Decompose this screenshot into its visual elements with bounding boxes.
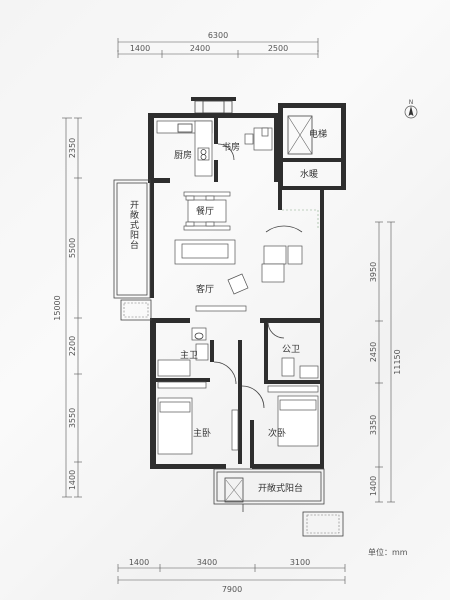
room-label-kitchen: 厨房 (174, 149, 192, 161)
dim-top-1: 1400 (130, 44, 150, 53)
room-label-water-heating: 水暖 (300, 168, 318, 180)
room-label-master-bath: 主卫 (180, 349, 198, 361)
elevator: 电梯 水暖 (287, 115, 327, 180)
dim-left-5: 1400 (68, 470, 77, 490)
second-bedroom: 次卧 (241, 385, 319, 447)
living: 客厅 (174, 209, 319, 312)
dim-left-4: 3550 (68, 408, 77, 428)
dim-bottom-1: 1400 (129, 558, 149, 567)
master-bedroom: 主卧 (157, 361, 239, 455)
kitchen: 厨房 (156, 120, 213, 177)
dim-top-3: 2500 (268, 44, 288, 53)
dim-right-1: 3950 (369, 262, 378, 282)
dim-right-2: 2450 (369, 342, 378, 362)
dining: 餐厅 (183, 191, 231, 231)
ac-units (120, 299, 344, 537)
room-label-master-bedroom: 主卧 (193, 427, 211, 439)
room-label-second-bedroom: 次卧 (268, 427, 286, 439)
walls (148, 97, 346, 469)
dim-bottom-total: 7900 (222, 585, 242, 594)
room-label-living: 客厅 (196, 283, 214, 295)
dim-right-3: 3350 (369, 415, 378, 435)
room-label-elevator: 电梯 (309, 128, 327, 140)
left-dimensions: 15000 2350 5500 2200 3550 1400 (53, 117, 82, 498)
dim-bottom-2: 3400 (197, 558, 217, 567)
dim-top-total: 6300 (208, 31, 228, 40)
north-label: N (409, 99, 414, 106)
right-dimensions: 3950 2450 3350 1400 11150 (369, 221, 402, 503)
top-dimensions: 6300 1400 2400 2500 (117, 31, 319, 58)
dim-right-total: 11150 (393, 349, 402, 374)
dim-left-1: 2350 (68, 138, 77, 158)
study: 书房 (217, 127, 273, 161)
bottom-dimensions: 1400 3400 3100 7900 (117, 558, 346, 594)
dim-left-total: 15000 (53, 295, 62, 320)
public-bath: 公卫 (267, 321, 319, 379)
room-label-public-bath: 公卫 (282, 344, 300, 355)
dim-top-2: 2400 (190, 44, 210, 53)
master-bath: 主卫 (157, 327, 209, 377)
dim-left-3: 2200 (68, 336, 77, 356)
room-label-study: 书房 (222, 141, 240, 153)
unit-label: 单位：mm (368, 547, 408, 557)
dim-right-4: 1400 (369, 476, 378, 496)
room-label-dining: 餐厅 (196, 205, 214, 217)
west-balcony: 开敞式阳台 (113, 179, 151, 299)
dim-bottom-3: 3100 (290, 558, 310, 567)
room-label-balcony-south: 开敞式阳台 (258, 482, 303, 494)
dim-left-2: 5500 (68, 238, 77, 258)
south-balcony: 开敞式阳台 (213, 468, 325, 512)
north-arrow-icon: N (404, 99, 418, 119)
room-label-balcony-west: 开敞式阳台 (128, 200, 139, 250)
